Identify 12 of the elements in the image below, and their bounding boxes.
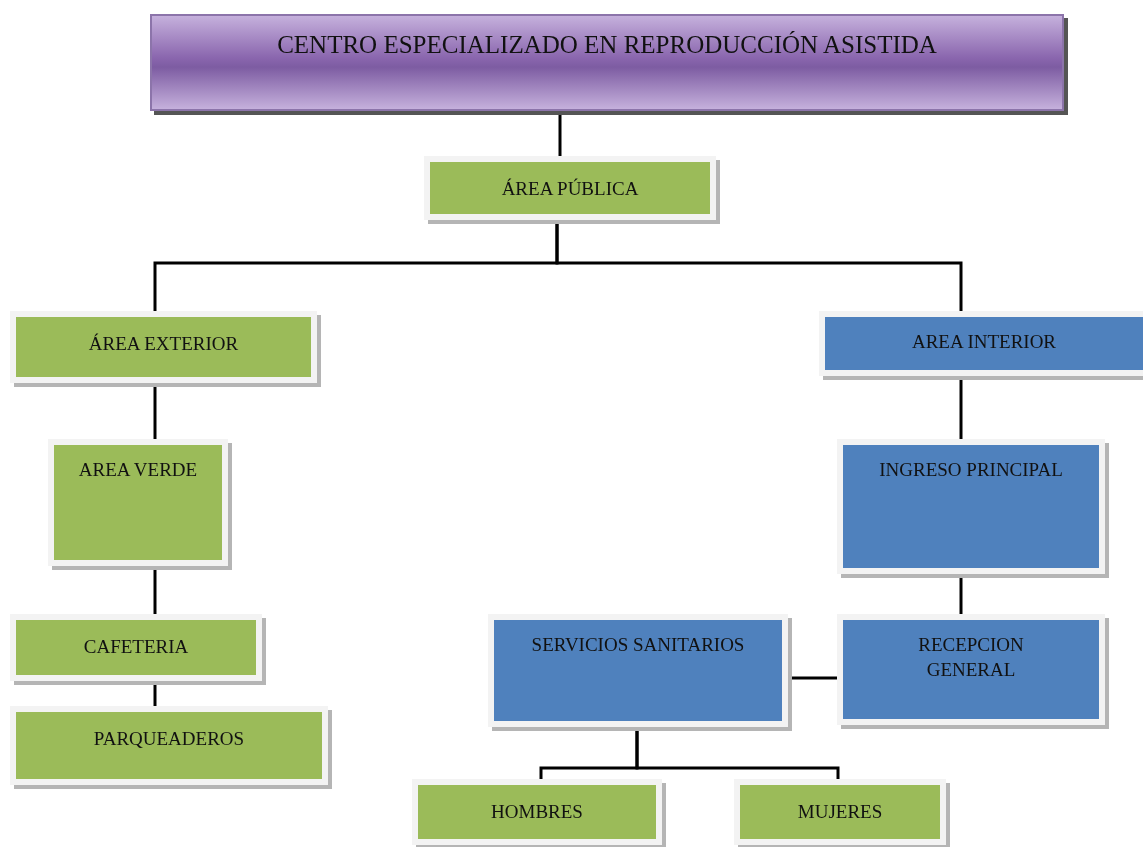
area-label: INGRESO PRINCIPAL xyxy=(879,458,1063,482)
area-label: RECEPCION GENERAL xyxy=(917,633,1025,682)
title-text: CENTRO ESPECIALIZADO EN REPRODUCCIÓN ASISTIDA xyxy=(277,32,937,57)
area-label: ÁREA EXTERIOR xyxy=(88,332,239,356)
area-label: AREA INTERIOR xyxy=(911,330,1057,354)
area-label: CAFETERIA xyxy=(83,635,189,659)
area-label: AREA VERDE xyxy=(78,458,198,482)
area-label: MUJERES xyxy=(797,800,883,824)
area-label: ÁREA PÚBLICA xyxy=(501,177,639,201)
area-label: SERVICIOS SANITARIOS xyxy=(531,633,745,657)
area-label: HOMBRES xyxy=(491,800,583,824)
area-label: PARQUEADEROS xyxy=(93,727,245,751)
